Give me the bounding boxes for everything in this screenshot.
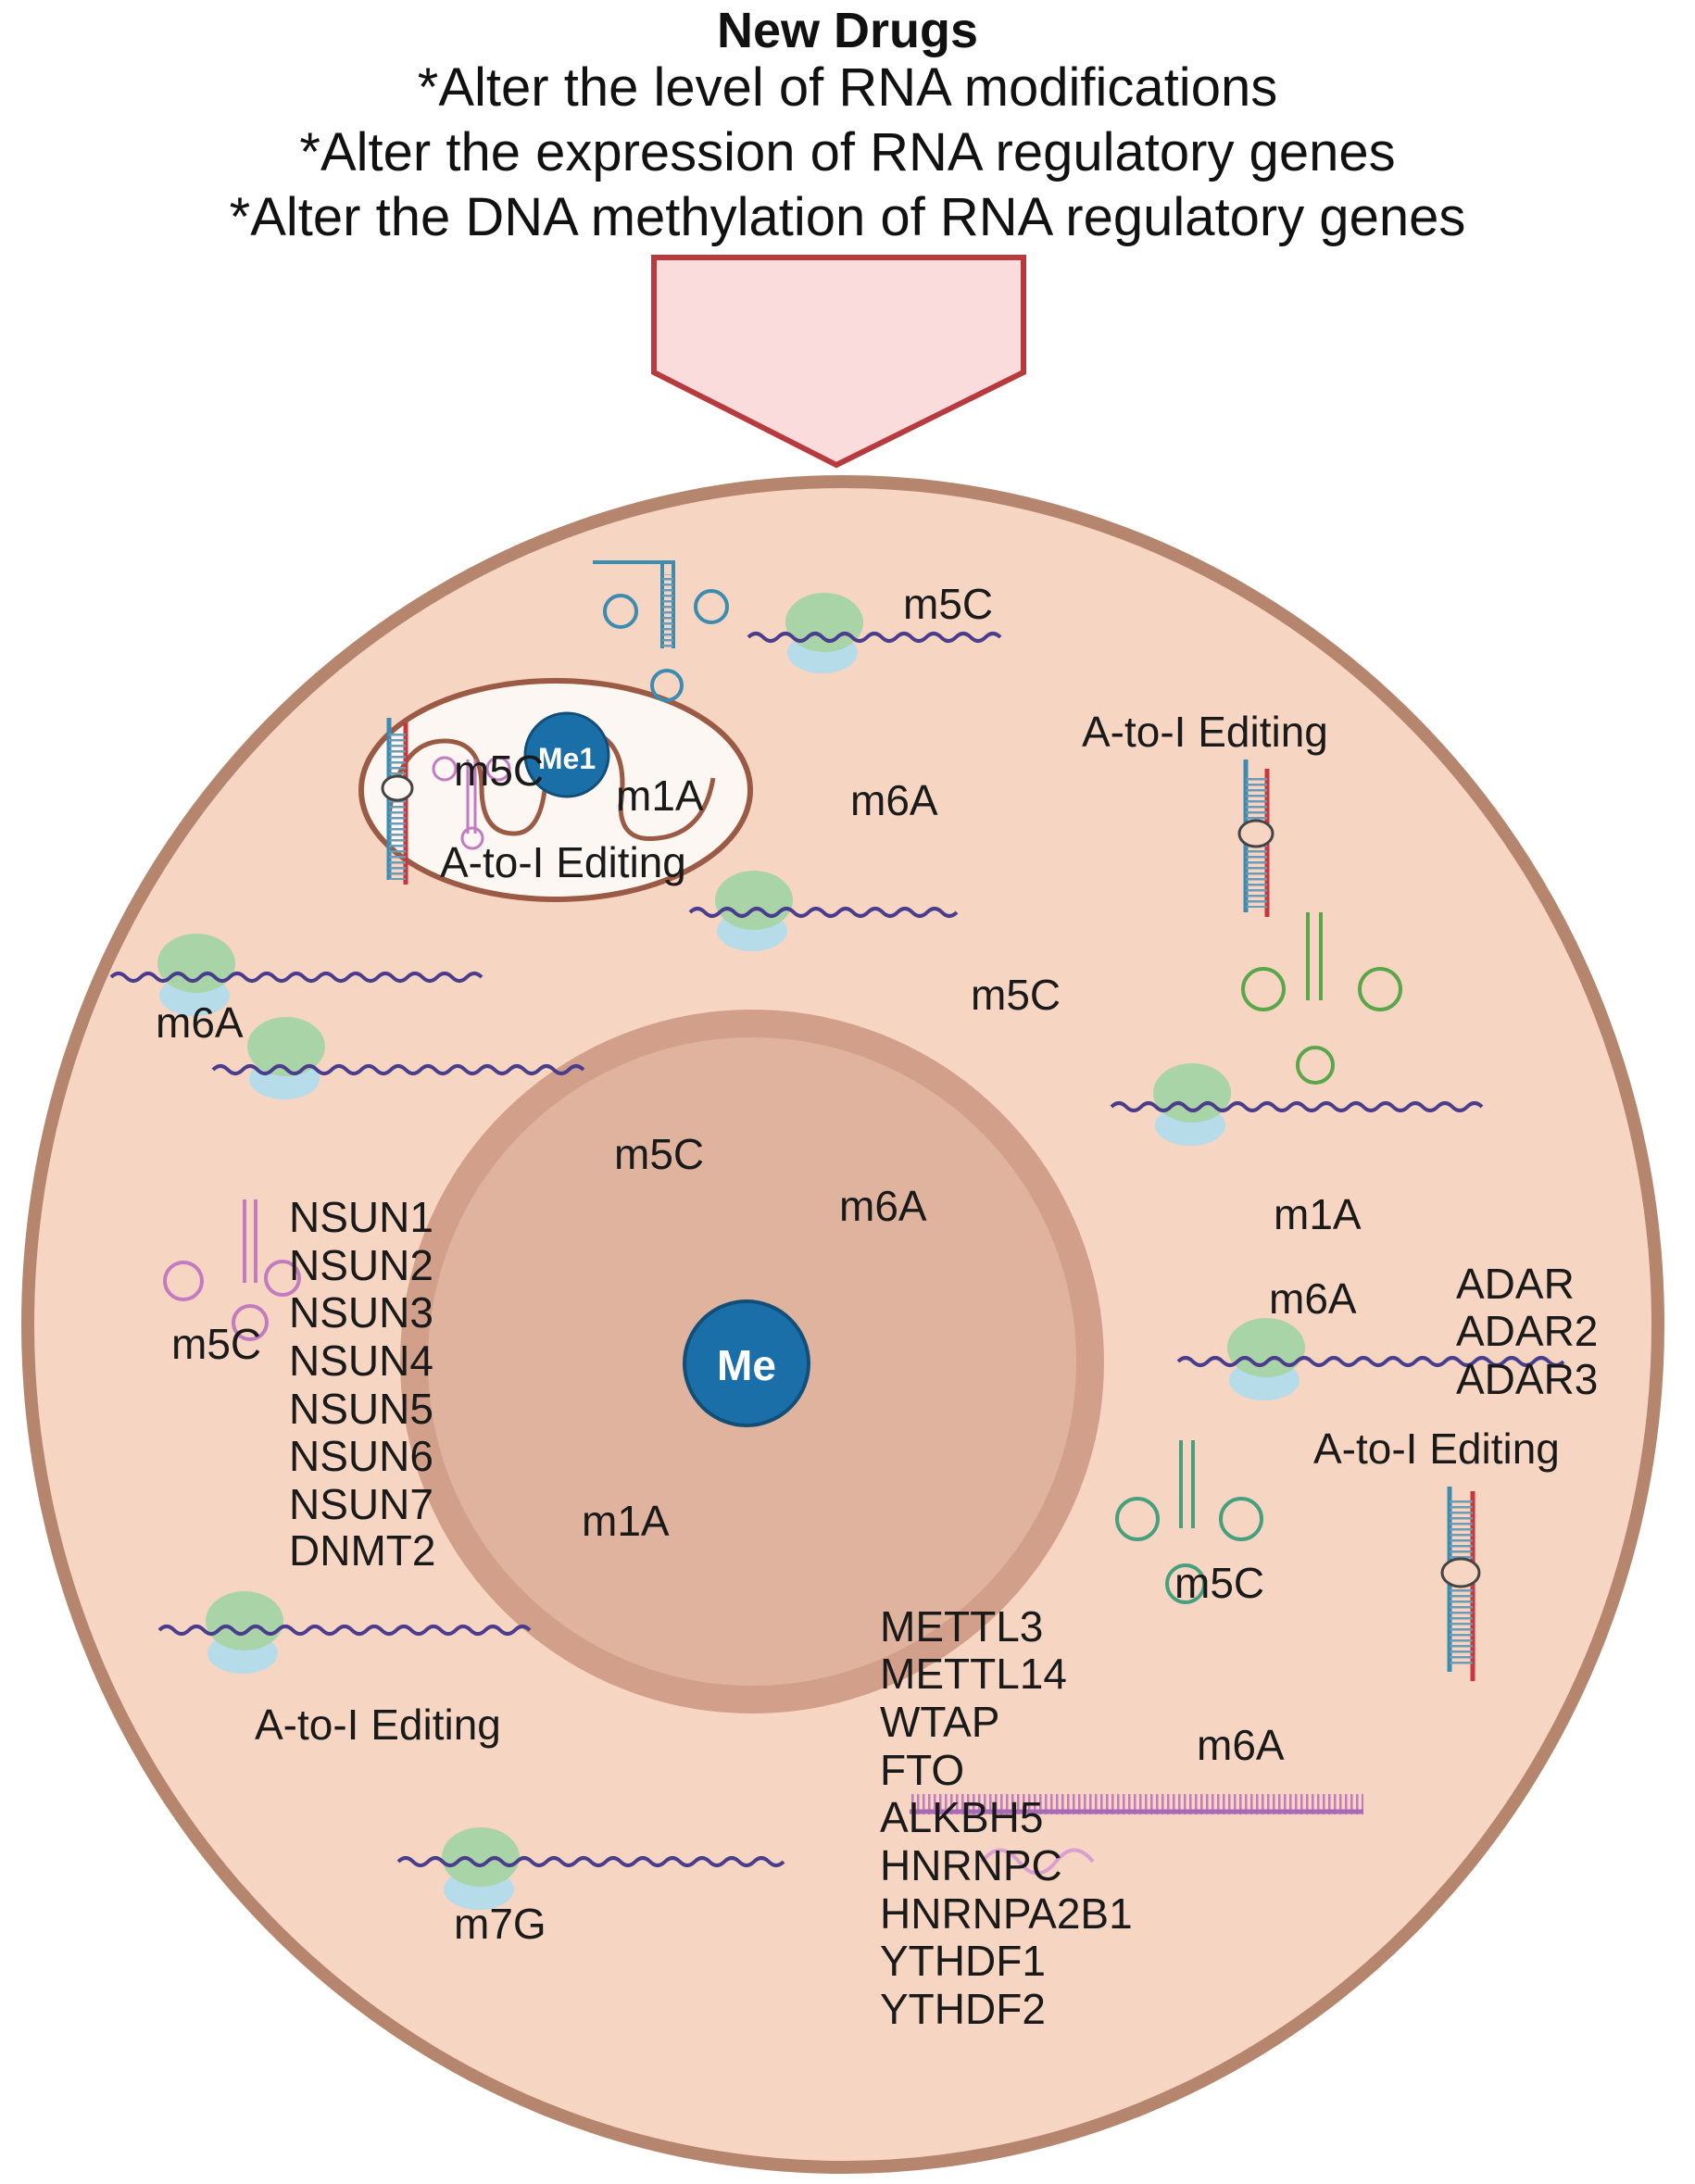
drug-effect-2: *Alter the expression of RNA regulatory … xyxy=(299,122,1396,182)
label-m5c-top: m5C xyxy=(903,580,993,628)
label-m6a-right: m6A xyxy=(1269,1274,1357,1323)
ribosome-mrna-lower-left xyxy=(157,1591,532,1674)
gene-adar2: ADAR2 xyxy=(1456,1307,1598,1355)
ribosome-mrna-left-1 xyxy=(109,934,483,1016)
gene-adar3: ADAR3 xyxy=(1456,1355,1598,1403)
ribosome-mrna-upper xyxy=(688,871,959,951)
gene-alkbh5: ALKBH5 xyxy=(880,1793,1043,1841)
label-mito-editing: A-to-I Editing xyxy=(440,838,686,886)
label-m1a-right: m1A xyxy=(1274,1190,1362,1238)
rna-comb xyxy=(910,1794,1363,1876)
label-m7g: m7G xyxy=(454,1900,546,1948)
ribosome-mrna-right xyxy=(1110,1063,1484,1146)
gene-ythdf2: YTHDF2 xyxy=(880,1985,1046,2033)
gene-mettl14: METTL14 xyxy=(880,1650,1067,1698)
gene-list-m6a: METTL3 METTL14 WTAP FTO ALKBH5 HNRNPC HN… xyxy=(880,1602,1133,2033)
gene-nsun4: NSUN4 xyxy=(289,1337,433,1385)
gene-adar: ADAR xyxy=(1456,1260,1575,1308)
label-mito-m5c: m5C xyxy=(454,747,544,795)
ribosome-mrna-top xyxy=(747,593,1002,673)
ribosome-mrna-bottom xyxy=(396,1827,785,1910)
gene-nsun2: NSUN2 xyxy=(289,1241,433,1289)
trna-mito xyxy=(432,756,511,850)
label-editing-upper-right: A-to-I Editing xyxy=(1082,708,1328,756)
methyl-badge-nucleus: Me xyxy=(683,1299,810,1427)
ribosome-mrna-adar xyxy=(1176,1318,1565,1400)
trna-pink xyxy=(163,1199,301,1341)
methyl-badge-nucleus-label: Me xyxy=(717,1341,776,1389)
gene-nsun5: NSUN5 xyxy=(289,1385,433,1433)
gene-nsun6: NSUN6 xyxy=(289,1432,433,1480)
gene-nsun3: NSUN3 xyxy=(289,1288,433,1337)
gene-list-adar: ADAR ADAR2 ADAR3 xyxy=(1456,1260,1598,1403)
label-nucleus-m1a: m1A xyxy=(582,1497,670,1545)
gene-hnrnpc: HNRNPC xyxy=(880,1841,1062,1889)
gene-nsun7: NSUN7 xyxy=(289,1480,433,1528)
gene-list-nsun: NSUN1 NSUN2 NSUN3 NSUN4 NSUN5 NSUN6 NSUN… xyxy=(289,1193,435,1575)
label-m5c-left: m5C xyxy=(171,1320,261,1368)
methyl-badge-mito: Me1 xyxy=(523,711,610,798)
methyl-badge-mito-label: Me1 xyxy=(538,742,596,775)
gene-hnrnpa2b1: HNRNPA2B1 xyxy=(880,1889,1133,1938)
gene-mettl3: METTL3 xyxy=(880,1602,1043,1651)
label-editing-right: A-to-I Editing xyxy=(1313,1425,1560,1473)
dsrna-mito xyxy=(381,718,414,885)
label-m5c-lower-right: m5C xyxy=(1174,1559,1264,1607)
gene-fto: FTO xyxy=(880,1746,964,1794)
drug-arrow xyxy=(651,255,1026,469)
label-mito-m1a: m1A xyxy=(616,772,704,820)
drug-effect-1: *Alter the level of RNA modifications xyxy=(417,57,1278,118)
label-m6a-upper: m6A xyxy=(850,776,938,824)
label-editing-lower-left: A-to-I Editing xyxy=(255,1701,501,1749)
gene-nsun1: NSUN1 xyxy=(289,1193,433,1241)
trna-green xyxy=(1241,912,1402,1085)
label-m6a-lower-right: m6A xyxy=(1197,1721,1285,1769)
trna-top xyxy=(593,560,729,702)
gene-dnmt2: DNMT2 xyxy=(289,1526,435,1575)
label-nucleus-m6a: m6A xyxy=(839,1182,927,1230)
ribosome-mrna-left-2 xyxy=(211,1017,585,1099)
trna-teal xyxy=(1115,1440,1263,1604)
diagram-title: New Drugs xyxy=(716,3,979,58)
dsrna-right xyxy=(1440,1487,1481,1681)
gene-ythdf1: YTHDF1 xyxy=(880,1937,1046,1985)
label-m6a-left: m6A xyxy=(156,998,244,1047)
gene-wtap: WTAP xyxy=(880,1698,999,1746)
dsrna-upper-right xyxy=(1237,759,1274,917)
drug-effect-3: *Alter the DNA methylation of RNA regula… xyxy=(229,187,1466,247)
label-nucleus-m5c: m5C xyxy=(614,1130,704,1178)
label-m5c-center-right: m5C xyxy=(971,971,1061,1019)
